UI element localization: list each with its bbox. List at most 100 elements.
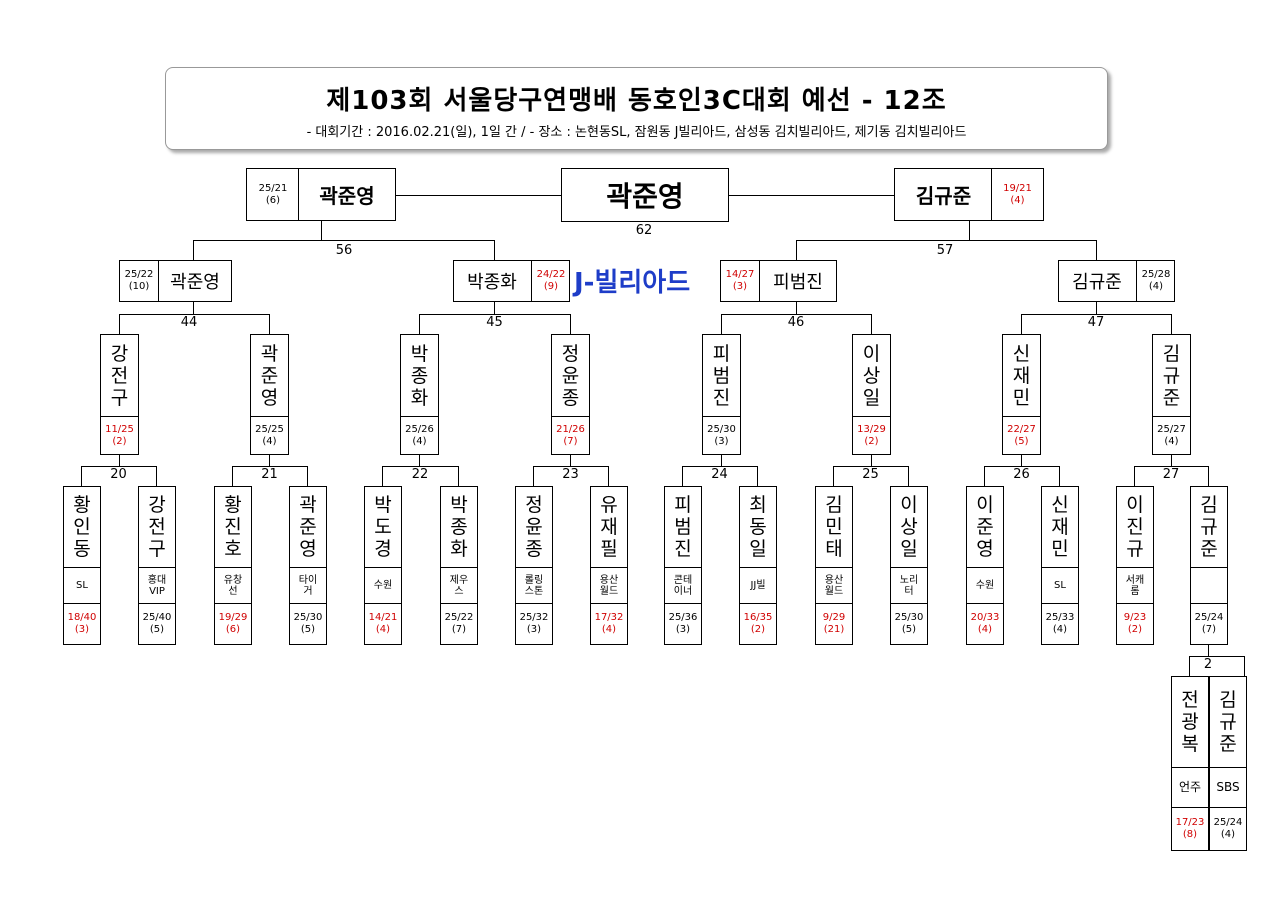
score-value: 25/30 <box>293 612 323 623</box>
score-value: 25/30 <box>894 612 924 623</box>
match-number: 24 <box>711 467 728 482</box>
score-value: 25/21 <box>258 182 288 194</box>
page-title: 제103회 서울당구연맹배 동호인3C대회 예선 - 12조 <box>326 86 947 116</box>
bracket-line <box>298 168 299 221</box>
bracket-line <box>382 466 383 487</box>
innings-value: (4) <box>601 624 617 635</box>
innings-value: (4) <box>1148 281 1164 292</box>
player-name: 김규준 <box>1072 272 1122 293</box>
score: 25/21(6) <box>247 169 299 220</box>
bracket-line <box>796 302 797 315</box>
player-name: 피범진 <box>773 272 823 293</box>
score-value: 25/32 <box>519 612 549 623</box>
bracket-line <box>269 314 270 335</box>
bracket-line <box>721 314 722 335</box>
score: 25/26(4) <box>401 417 438 454</box>
divider <box>531 261 532 301</box>
bracket-line <box>1021 314 1022 335</box>
score: 25/30(5) <box>290 604 326 644</box>
innings-value: (4) <box>977 624 993 635</box>
bracket-line <box>1096 240 1097 261</box>
match-number: 62 <box>635 223 653 238</box>
innings-value: (5) <box>1014 435 1029 447</box>
bracket-line <box>232 466 308 467</box>
match-number: 22 <box>411 467 429 482</box>
bracket-line <box>729 195 895 196</box>
bracket-line <box>1208 466 1209 487</box>
score-value: 25/26 <box>405 423 434 435</box>
innings-value: (6) <box>265 194 281 206</box>
bracket-line <box>969 221 970 241</box>
divider <box>401 416 438 417</box>
score-value: 9/29 <box>822 612 846 623</box>
score-value: 20/33 <box>970 612 1000 623</box>
player-name: 김규준 <box>915 184 972 208</box>
innings-value: (2) <box>1127 624 1143 635</box>
innings-value: (4) <box>412 435 427 447</box>
score-value: 22/27 <box>1007 423 1036 435</box>
bracket-line <box>119 314 120 335</box>
innings-value: (4) <box>375 624 391 635</box>
score: 19/21(4) <box>992 169 1043 220</box>
score-value: 17/23 <box>1175 817 1205 828</box>
bracket-line <box>871 314 872 335</box>
score-value: 25/40 <box>142 612 172 623</box>
divider <box>552 416 589 417</box>
score: 16/35(2) <box>740 604 776 644</box>
club-name: JJ빌 <box>740 567 776 604</box>
match-number: 23 <box>562 467 579 482</box>
score-value: 25/30 <box>707 423 736 435</box>
score-value: 24/22 <box>536 269 566 280</box>
score-value: 25/36 <box>668 612 698 623</box>
bracket-line <box>419 455 420 467</box>
match-number: 57 <box>936 243 954 258</box>
bracket-line <box>721 455 722 467</box>
bracket-line <box>156 466 157 487</box>
score: 9/23(2) <box>1117 604 1153 644</box>
bracket-line <box>1021 455 1022 467</box>
divider <box>101 416 138 417</box>
divider <box>1003 416 1040 417</box>
score-value: 25/28 <box>1141 269 1171 280</box>
innings-value: (4) <box>1052 624 1068 635</box>
match-number: 56 <box>335 243 353 258</box>
innings-value: (10) <box>128 281 150 292</box>
score: 25/30(3) <box>703 417 740 454</box>
score-value: 25/22 <box>124 269 154 280</box>
innings-value: (3) <box>714 435 729 447</box>
club-name: SL <box>64 567 100 604</box>
score-value: 11/25 <box>105 423 134 435</box>
score: 25/33(4) <box>1042 604 1078 644</box>
innings-value: (9) <box>543 281 559 292</box>
score-value: 13/29 <box>857 423 886 435</box>
bracket-line <box>1189 656 1190 677</box>
score-value: 14/27 <box>725 269 755 280</box>
bracket-line <box>1134 466 1135 487</box>
innings-value: (2) <box>864 435 879 447</box>
match-number: 47 <box>1087 315 1105 330</box>
bracket-line <box>81 466 82 487</box>
